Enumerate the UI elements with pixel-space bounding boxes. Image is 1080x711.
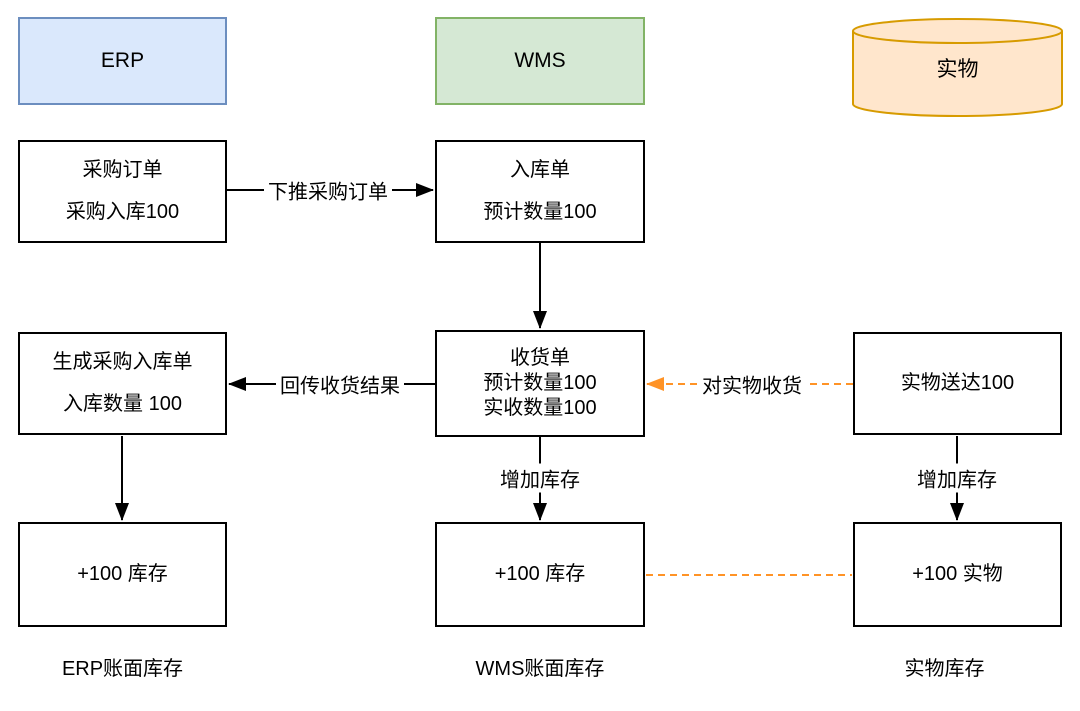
wms-stock-label: +100 库存	[494, 563, 586, 585]
physical-stock-label: +100 实物	[912, 563, 1003, 585]
edge-label-receive-against-physical: 对实物收货	[698, 369, 806, 399]
edge-label-return-receiving-result: 回传收货结果	[276, 369, 404, 399]
cylinder-icon	[852, 18, 1063, 117]
erp-stock-label: +100 库存	[77, 563, 168, 585]
physical-lane-label: 实物	[936, 58, 979, 81]
erp-lane-label: ERP	[100, 49, 145, 72]
generate-purchase-inbound-qty: 入库数量 100	[63, 393, 182, 415]
purchase-order-qty: 采购入库100	[65, 201, 180, 223]
erp-lane-header: ERP	[18, 17, 227, 105]
receipt-note-title: 收货单	[510, 347, 570, 369]
caption-wms-book-stock: WMS账面库存	[475, 658, 605, 680]
caption-erp-book-stock: ERP账面库存	[61, 658, 184, 680]
inbound-order-node: 入库单 预计数量100	[435, 140, 645, 243]
purchase-order-title: 采购订单	[82, 159, 163, 181]
purchase-order-node: 采购订单 采购入库100	[18, 140, 227, 243]
inbound-order-title: 入库单	[510, 159, 570, 181]
physical-lane-header: 实物	[852, 18, 1063, 118]
wms-stock-node: +100 库存	[435, 522, 645, 627]
wms-lane-header: WMS	[435, 17, 645, 105]
edge-label-increase-stock-physical: 增加库存	[913, 463, 1001, 493]
receipt-note-expected-qty: 预计数量100	[483, 372, 597, 394]
inbound-order-qty: 预计数量100	[483, 201, 597, 223]
generate-purchase-inbound-node: 生成采购入库单 入库数量 100	[18, 332, 227, 435]
receipt-note-received-qty: 实收数量100	[483, 397, 597, 419]
caption-physical-stock: 实物库存	[904, 658, 985, 680]
generate-purchase-inbound-title: 生成采购入库单	[52, 351, 193, 373]
physical-delivered-node: 实物送达100	[853, 332, 1062, 435]
wms-lane-label: WMS	[514, 49, 566, 72]
receipt-note-node: 收货单 预计数量100 实收数量100	[435, 330, 645, 437]
physical-stock-node: +100 实物	[853, 522, 1062, 627]
edge-label-increase-stock-wms: 增加库存	[496, 463, 584, 493]
edge-label-push-purchase-order: 下推采购订单	[264, 175, 392, 205]
erp-stock-node: +100 库存	[18, 522, 227, 627]
physical-delivered-label: 实物送达100	[900, 372, 1015, 394]
